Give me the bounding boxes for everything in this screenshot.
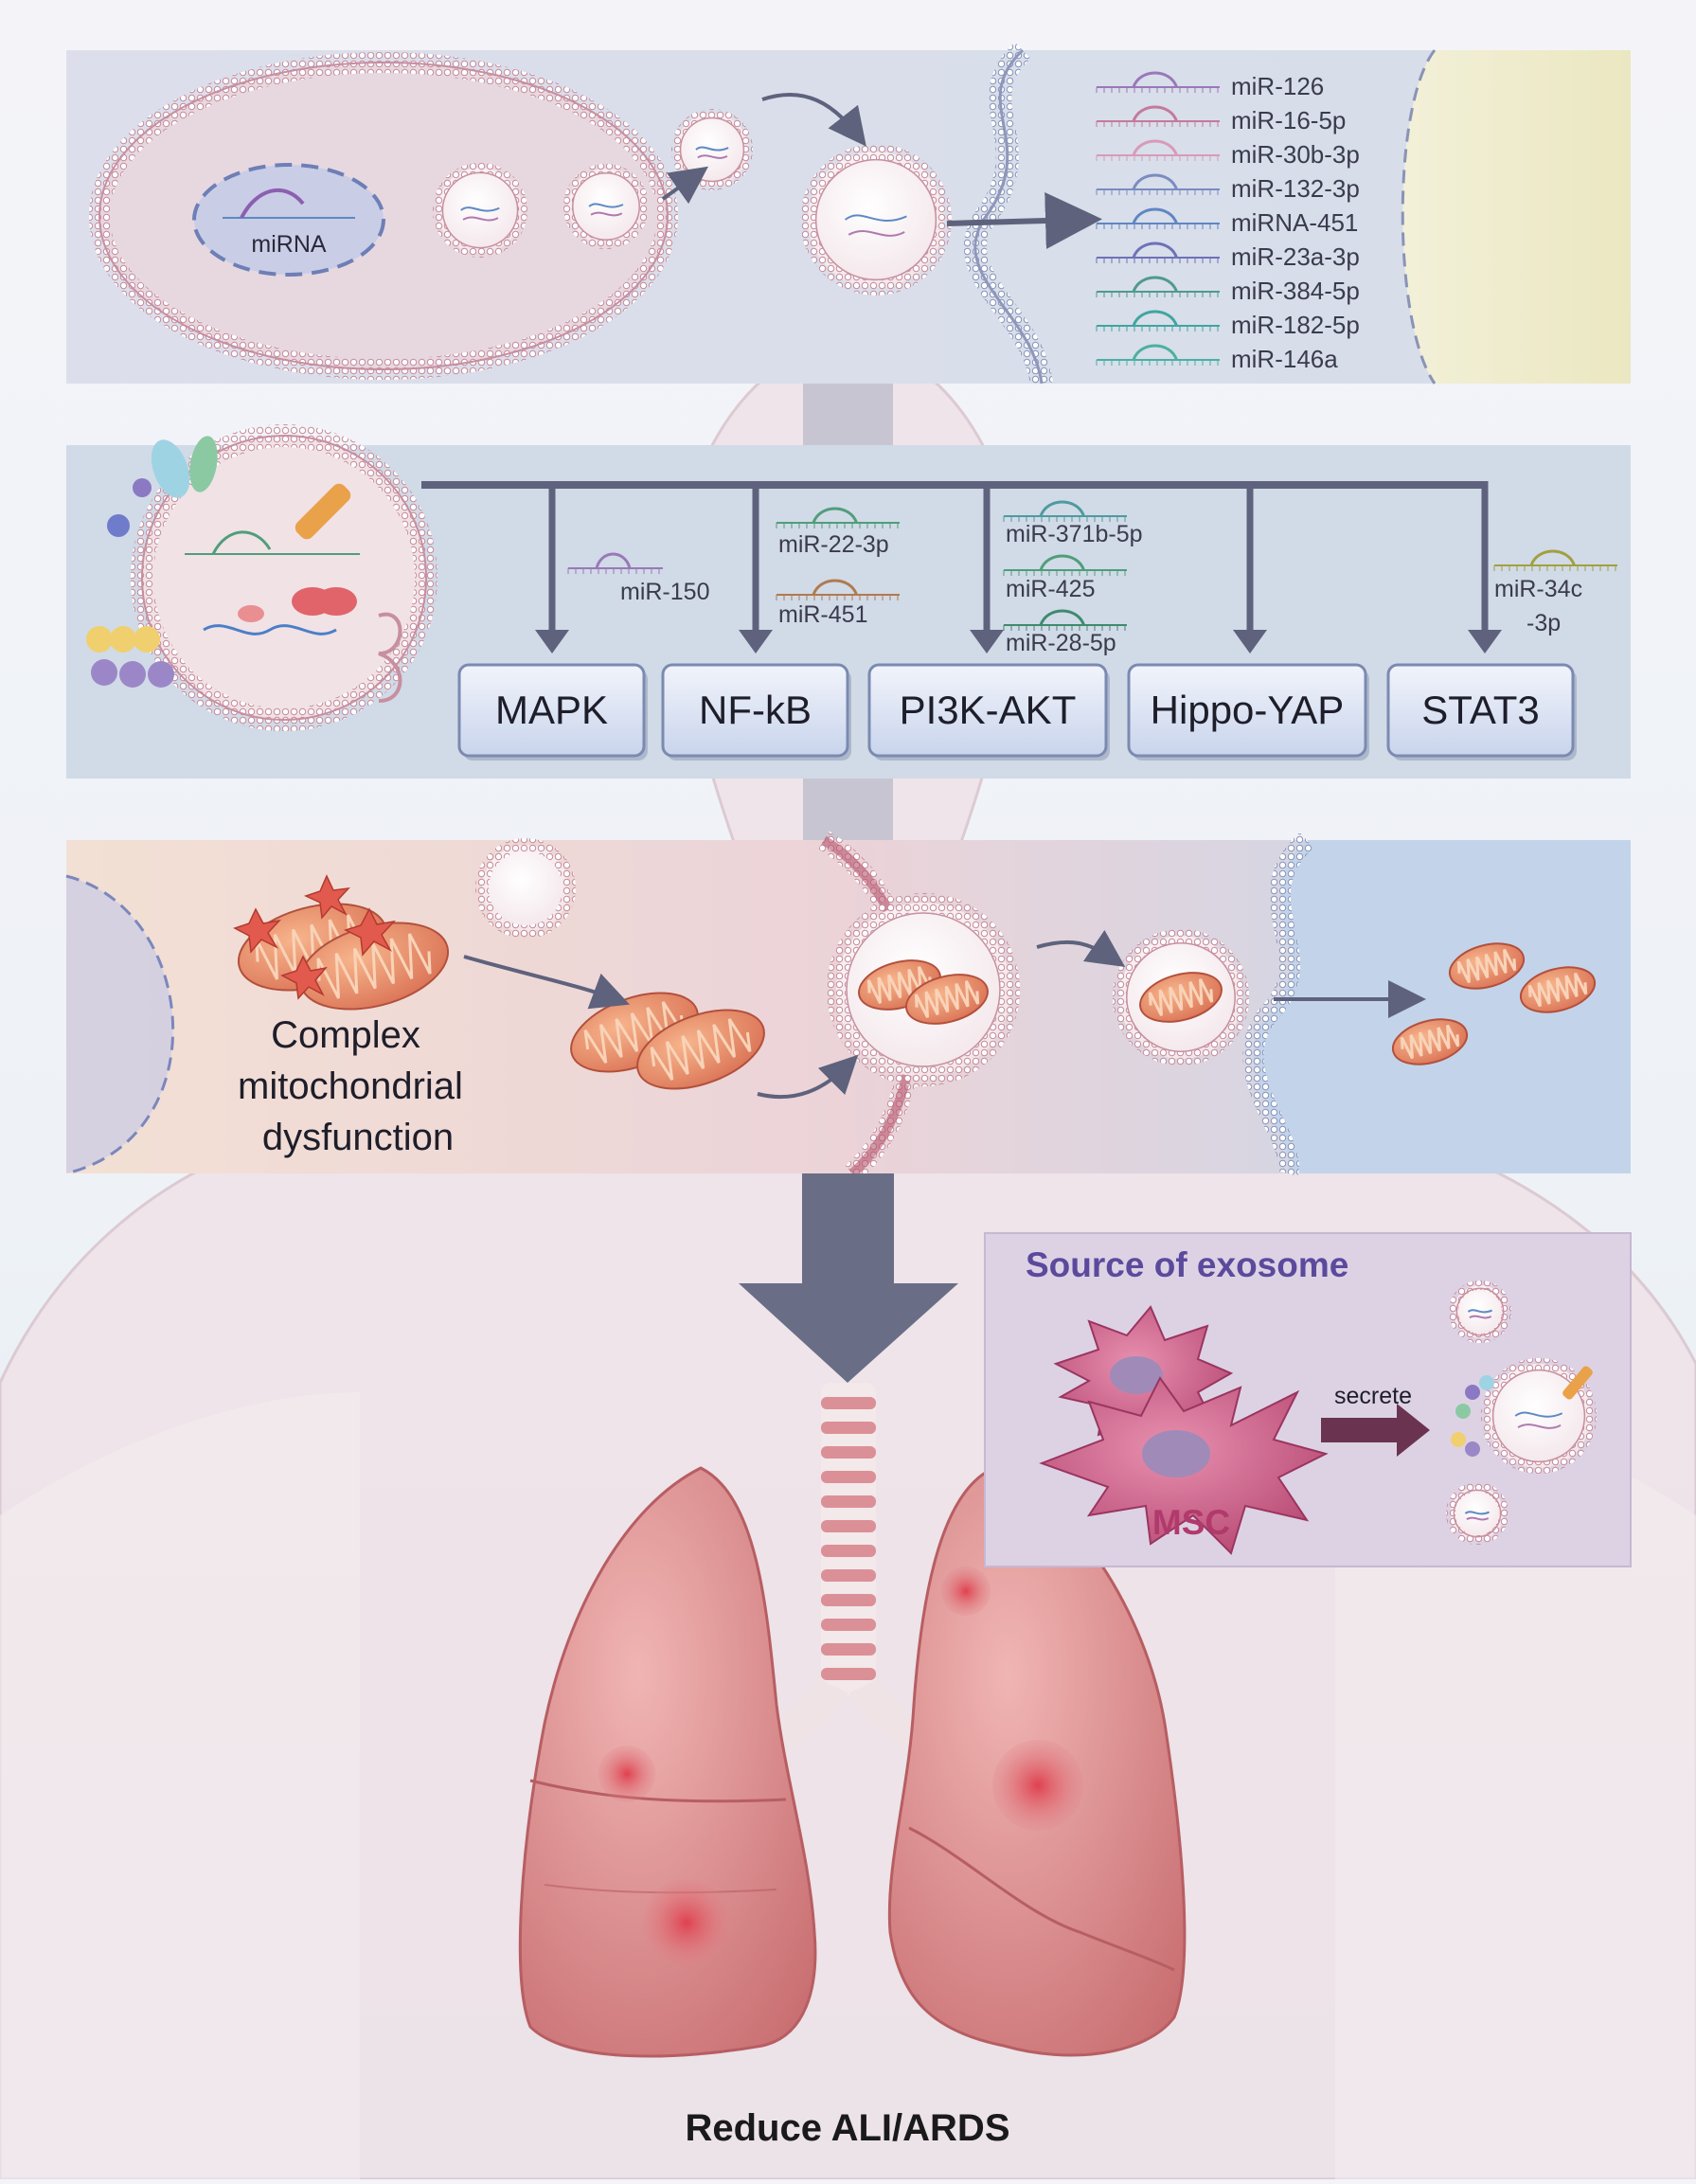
- mirna-label: miR-132-3p: [1231, 174, 1360, 203]
- healthy-mito-2: [636, 1009, 765, 1090]
- mirna-pi3k-2: miR-425: [1006, 576, 1095, 602]
- mirna-label: miR-126: [1231, 72, 1324, 100]
- source-title: Source of exosome: [1026, 1245, 1348, 1284]
- lesion-3: [941, 1566, 991, 1616]
- lesion-1: [598, 1745, 655, 1802]
- released-mito-3: [1391, 1018, 1469, 1065]
- mito-label-2: mitochondrial: [238, 1065, 463, 1107]
- ros-stars: [233, 874, 397, 1000]
- surface-proteins: [86, 436, 351, 688]
- branch-arrow: [739, 481, 773, 653]
- arrow-deliver: [946, 192, 1102, 250]
- pathway-label: STAT3: [1421, 688, 1539, 732]
- mirna-stat3-1: miR-34c: [1494, 576, 1582, 602]
- mirna-hairpin: [567, 552, 663, 574]
- branch-arrow: [970, 481, 1004, 653]
- mirna-label: miR-384-5p: [1231, 277, 1360, 305]
- mirna-hairpin: [776, 507, 900, 528]
- mirna-item: miR-182-5p: [1096, 310, 1360, 339]
- mirna-hairpin: [1003, 554, 1127, 576]
- outcome-label: Reduce ALI/ARDS: [685, 2107, 1009, 2149]
- secrete-label: secrete: [1334, 1383, 1412, 1409]
- lesion-4: [992, 1740, 1083, 1831]
- pathway-label: NF-kB: [699, 688, 812, 732]
- mirna-pi3k-3: miR-28-5p: [1006, 630, 1116, 656]
- panel-mirna-transfer: miRNA miR-126 miR-16-5p miR-30b-3p miR-132-…: [66, 42, 1631, 386]
- pathway-box: MAPK: [457, 663, 648, 761]
- mirna-label: miRNA-451: [1231, 208, 1358, 237]
- mirna-hairpin: [1003, 609, 1127, 631]
- mirna-nfkb-2: miR-451: [778, 601, 867, 628]
- nucleus: [192, 163, 385, 277]
- branch-arrow: [1468, 481, 1502, 653]
- pathway-box: STAT3: [1386, 663, 1577, 761]
- source-of-exosome-box: Source of exosome MSC secrete: [984, 1232, 1632, 1567]
- mirna-label: miR-30b-3p: [1231, 140, 1360, 169]
- arrow-mito-3: [1036, 929, 1126, 967]
- source-vesicle-1: [1449, 1280, 1511, 1343]
- panel-mitochondria-transfer: Complex mitochondrial dysfunction: [65, 831, 1631, 1182]
- mirna-label: miR-182-5p: [1231, 311, 1360, 339]
- mito-label-3: dysfunction: [262, 1117, 454, 1158]
- mirna-label: miR-23a-3p: [1231, 242, 1360, 271]
- mirna-hairpin: [776, 579, 900, 600]
- vesicle-2: [563, 164, 649, 249]
- pathway-box: Hippo-YAP: [1127, 663, 1369, 761]
- vesicle-mito-3: [1139, 972, 1223, 1023]
- lesion-2: [643, 1879, 730, 1966]
- mirna-label: miR-146a: [1231, 345, 1338, 373]
- mirna-mapk: miR-150: [620, 579, 709, 605]
- mirna-item: miR-146a: [1096, 344, 1338, 373]
- mirna-pi3k-1: miR-371b-5p: [1006, 521, 1143, 547]
- pathway-label: Hippo-YAP: [1151, 688, 1345, 732]
- empty-vesicle: [475, 838, 576, 939]
- mirna-label: miR-16-5p: [1231, 106, 1346, 134]
- released-mito-2: [1519, 966, 1597, 1013]
- vesicle-4: [800, 144, 952, 295]
- msc-label: MSC: [1152, 1503, 1230, 1542]
- released-mito-1: [1448, 942, 1526, 990]
- pathway-box: NF-kB: [661, 663, 851, 761]
- mirna-hairpin: [1493, 549, 1617, 571]
- mirna-item: miR-384-5p: [1096, 276, 1360, 305]
- vesicle-mito-2: [905, 974, 989, 1025]
- vesicle-1: [433, 163, 527, 258]
- branch-arrow: [535, 481, 569, 653]
- mirna-nfkb-1: miR-22-3p: [778, 531, 889, 558]
- mirna-item: miR-23a-3p: [1096, 242, 1360, 271]
- secrete-arrow: [1321, 1404, 1430, 1457]
- arrow-mito-2: [757, 1054, 859, 1100]
- mirna-item: miR-126: [1096, 71, 1324, 100]
- nucleus-label: miRNA: [251, 231, 326, 258]
- pathway-box: PI3K-AKT: [867, 663, 1110, 761]
- arrow-uptake: [761, 92, 866, 147]
- mirna-item: miR-132-3p: [1096, 173, 1360, 203]
- lungs: [518, 1383, 1187, 2058]
- source-vesicle-2: [1446, 1482, 1509, 1545]
- big-down-arrow: [739, 1173, 958, 1383]
- vesicle-3: [671, 109, 753, 190]
- mirna-stat3-2: -3p: [1526, 610, 1561, 636]
- pathway-label: MAPK: [495, 688, 608, 732]
- arrow-mito-1: [463, 955, 630, 1010]
- mito-label-1: Complex: [271, 1014, 420, 1056]
- mirna-item: miRNA-451: [1096, 207, 1358, 237]
- mirna-item: miR-30b-3p: [1096, 139, 1360, 169]
- branch-arrow: [1233, 481, 1267, 653]
- pathway-label: PI3K-AKT: [900, 688, 1077, 732]
- mirna-item: miR-16-5p: [1096, 105, 1346, 134]
- mirna-hairpin: [1003, 500, 1127, 522]
- source-surface-proteins: [1451, 1366, 1593, 1457]
- arrow-release: [661, 166, 709, 205]
